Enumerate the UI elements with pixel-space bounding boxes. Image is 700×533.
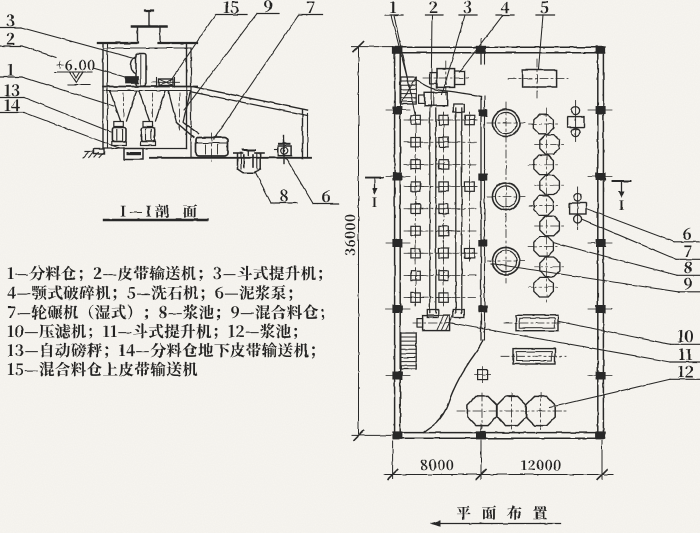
section-view xyxy=(0,9,340,222)
plan-view xyxy=(351,14,700,527)
